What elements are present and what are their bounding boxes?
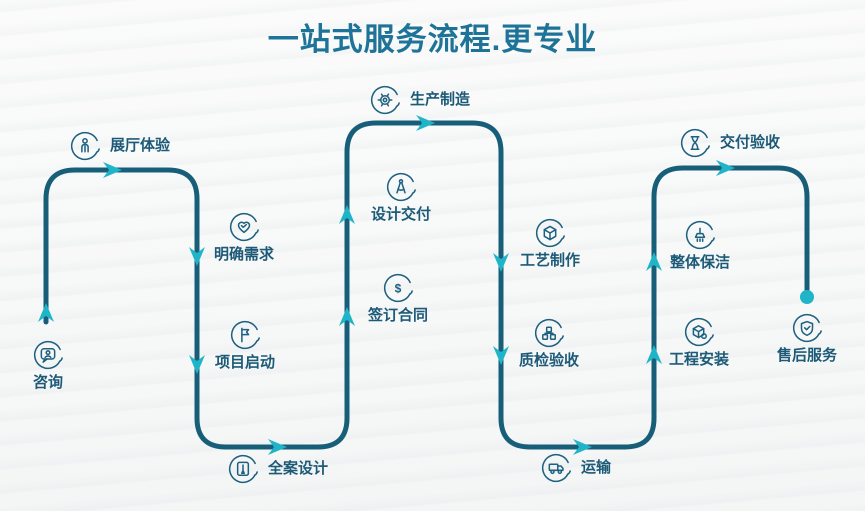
svg-text:$: $ bbox=[395, 281, 402, 295]
shield-icon bbox=[791, 312, 823, 344]
install-box-icon bbox=[683, 316, 715, 348]
step-installation: 工程安装 bbox=[644, 316, 754, 368]
truck-icon bbox=[540, 452, 572, 484]
step-after-sales: 售后服务 bbox=[752, 312, 862, 364]
step-project-launch: 项目启动 bbox=[190, 319, 300, 371]
step-craft-production: 工艺制作 bbox=[495, 217, 605, 269]
step-label: 运输 bbox=[581, 459, 612, 476]
step-design-delivery: 设计交付 bbox=[346, 171, 456, 223]
step-sign-contract: $ 签订合同 bbox=[343, 272, 453, 324]
quality-blocks-icon bbox=[533, 317, 565, 349]
step-showroom-experience: 展厅体验 bbox=[69, 130, 170, 162]
step-label: 展厅体验 bbox=[110, 137, 171, 154]
page-title: 一站式服务流程.更专业 bbox=[267, 22, 598, 57]
flag-launch-icon bbox=[229, 319, 261, 351]
drafting-compass-icon bbox=[385, 171, 417, 203]
step-label: 整体保洁 bbox=[669, 254, 730, 271]
step-label: 工艺制作 bbox=[519, 252, 580, 269]
step-cleaning: 整体保洁 bbox=[645, 219, 755, 271]
step-label: 生产制造 bbox=[410, 91, 471, 108]
consultation-chat-icon bbox=[32, 339, 64, 371]
step-label: 工程安装 bbox=[668, 351, 729, 368]
dollar-contract-icon: $ bbox=[382, 272, 414, 304]
heart-needs-icon bbox=[228, 211, 260, 243]
step-label: 签订合同 bbox=[367, 307, 428, 324]
step-delivery-acceptance: 交付验收 bbox=[679, 127, 780, 159]
step-label: 咨询 bbox=[32, 374, 63, 391]
step-label: 质检验收 bbox=[518, 352, 579, 369]
step-consultation: 咨询 bbox=[0, 339, 103, 391]
design-document-icon bbox=[227, 453, 259, 485]
step-full-design: 全案设计 bbox=[227, 453, 328, 485]
step-label: 全案设计 bbox=[268, 460, 329, 477]
hourglass-icon bbox=[679, 127, 711, 159]
step-production: 生产制造 bbox=[369, 84, 470, 116]
end-dot bbox=[800, 290, 814, 304]
step-label: 项目启动 bbox=[214, 354, 275, 371]
step-quality-inspection: 质检验收 bbox=[494, 317, 604, 369]
broom-icon bbox=[684, 219, 716, 251]
step-clarify-needs: 明确需求 bbox=[189, 211, 299, 263]
step-label: 明确需求 bbox=[213, 246, 274, 263]
step-label: 售后服务 bbox=[776, 347, 837, 364]
cube-icon bbox=[534, 217, 566, 249]
step-label: 设计交付 bbox=[370, 206, 431, 223]
step-label: 交付验收 bbox=[720, 134, 781, 151]
gear-icon bbox=[369, 84, 401, 116]
step-transport: 运输 bbox=[540, 452, 611, 484]
showroom-person-icon bbox=[69, 130, 101, 162]
